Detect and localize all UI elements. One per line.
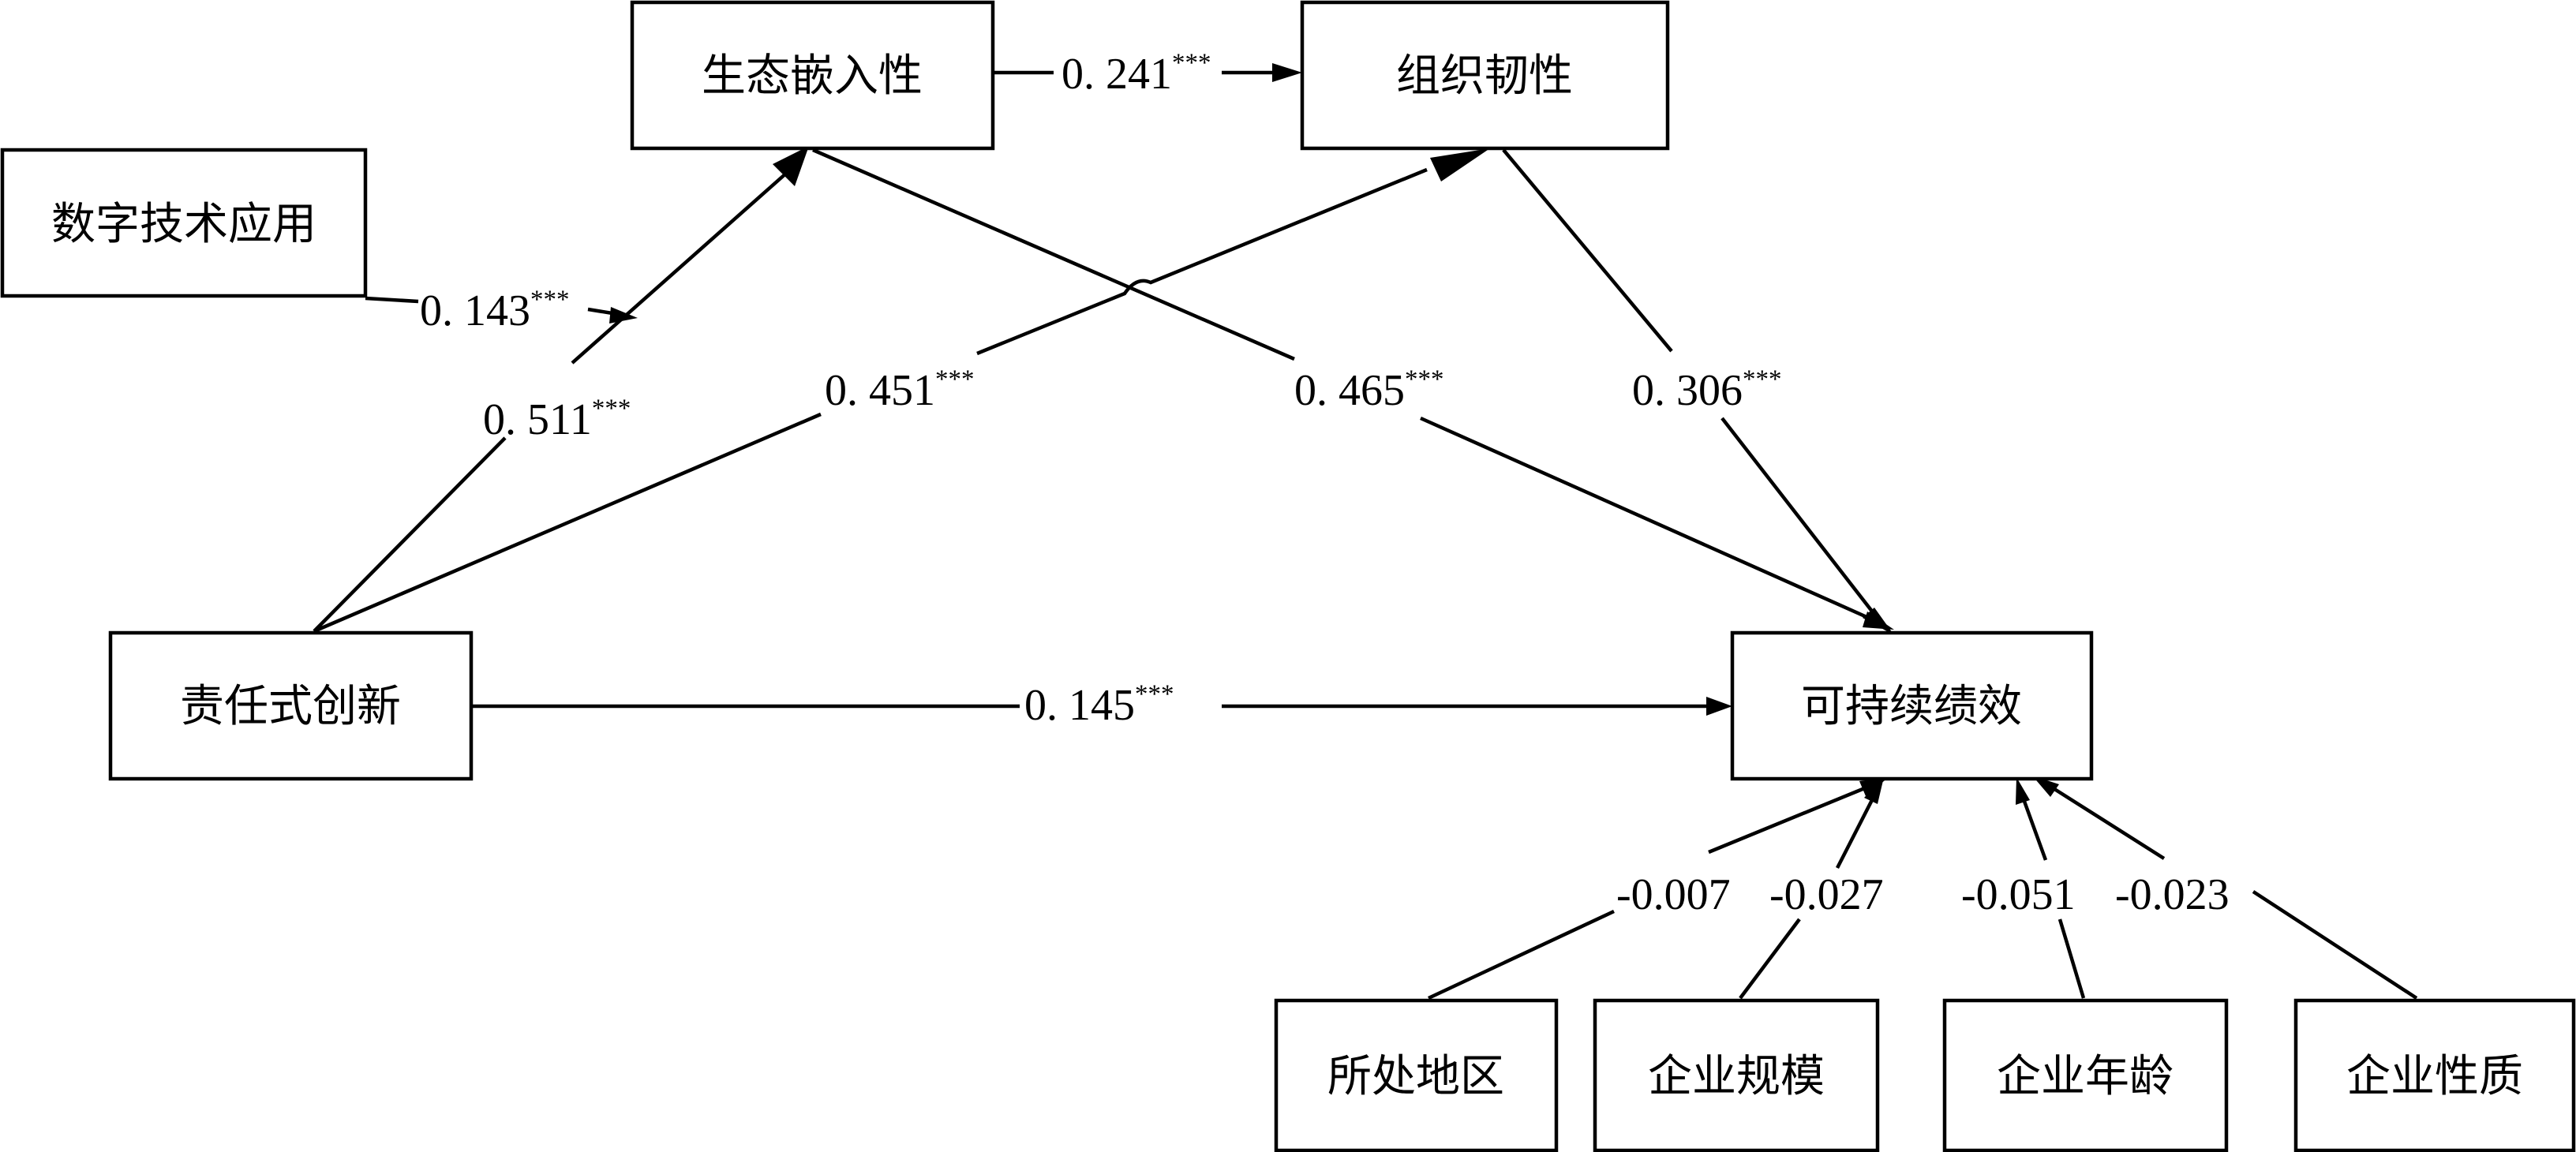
- svg-text:可持续绩效: 可持续绩效: [1801, 681, 2022, 732]
- coef-innovation-to-resilience: 0. 451***: [825, 365, 975, 415]
- edge-innovation-to-resilience: [313, 148, 1490, 634]
- svg-text:企业年龄: 企业年龄: [1997, 1051, 2174, 1102]
- edge-innovation-to-embed: [313, 146, 809, 633]
- svg-text:组织韧性: 组织韧性: [1396, 50, 1573, 102]
- node-org-resilience: 组织韧性: [1300, 0, 1670, 151]
- edge-age-to-performance: [2016, 777, 2086, 999]
- svg-text:责任式创新: 责任式创新: [180, 681, 401, 732]
- node-digital-technology: 数字技术应用: [0, 148, 368, 298]
- coef-embed-to-performance: 0. 465***: [1294, 365, 1444, 415]
- node-firm-age: 企业年龄: [1942, 998, 2229, 1152]
- coef-digital-moderation: 0. 143***: [420, 286, 570, 335]
- node-eco-embeddedness: 生态嵌入性: [630, 0, 995, 151]
- coef-age-to-performance: -0.051: [1961, 870, 2076, 919]
- coef-innovation-to-performance: 0. 145***: [1024, 680, 1174, 730]
- svg-text:数字技术应用: 数字技术应用: [51, 199, 316, 250]
- coef-region-to-performance: -0.007: [1616, 870, 1731, 919]
- coef-embed-to-resilience: 0. 241***: [1061, 49, 1211, 99]
- coef-resilience-to-performance: 0. 306***: [1632, 365, 1782, 415]
- node-sustainable-performance: 可持续绩效: [1730, 630, 2094, 781]
- edge-size-to-performance: [1739, 777, 1884, 1000]
- edge-innovation-to-performance: [471, 697, 1732, 716]
- svg-text:企业规模: 企业规模: [1648, 1051, 1825, 1102]
- node-firm-size: 企业规模: [1593, 998, 1880, 1152]
- svg-text:所处地区: 所处地区: [1327, 1051, 1504, 1102]
- node-responsible-innovation: 责任式创新: [108, 630, 474, 781]
- coef-size-to-performance: -0.027: [1769, 870, 1884, 919]
- node-firm-nature: 企业性质: [2293, 998, 2576, 1152]
- edge-nature-to-performance: [2032, 776, 2418, 1000]
- svg-text:企业性质: 企业性质: [2346, 1051, 2523, 1102]
- node-region: 所处地区: [1274, 998, 1559, 1152]
- coef-nature-to-performance: -0.023: [2115, 870, 2230, 919]
- edge-digital-moderation: [365, 296, 638, 324]
- edge-embed-to-resilience: [993, 63, 1302, 82]
- edge-resilience-to-performance: [1502, 148, 1894, 635]
- svg-text:生态嵌入性: 生态嵌入性: [702, 50, 923, 102]
- coef-innovation-to-embed: 0. 511***: [483, 395, 631, 444]
